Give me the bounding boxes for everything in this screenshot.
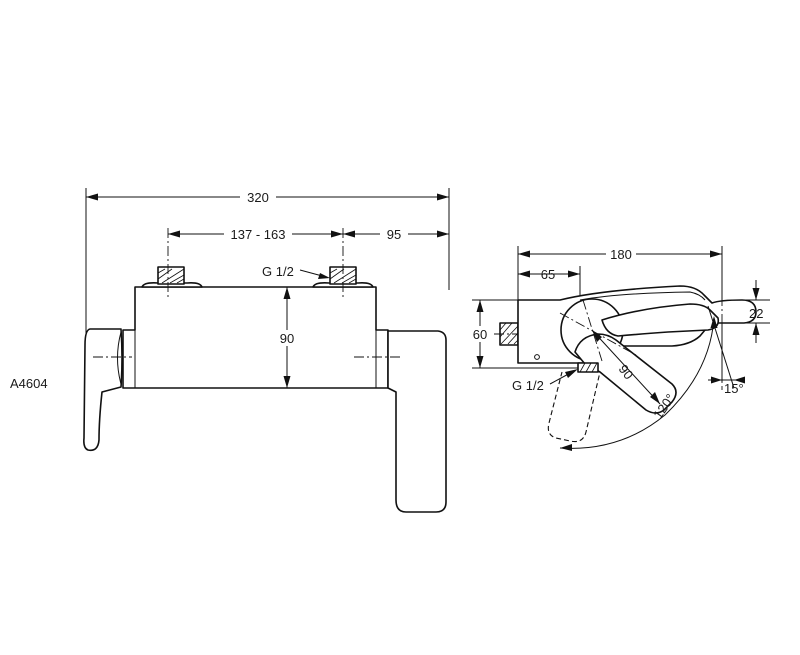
height-label: 60: [473, 327, 487, 342]
left-inlet: [141, 266, 203, 288]
front-connection-label: G 1/2: [262, 264, 294, 279]
handle-alt-position: [547, 367, 601, 443]
overall-width-label: 320: [247, 190, 269, 205]
left-lever: [83, 328, 123, 452]
side-connection-label: G 1/2: [512, 378, 544, 393]
inlet-depth-label: 65: [541, 267, 555, 282]
handle-thickness-label: 22: [749, 306, 763, 321]
upper-handle: [601, 303, 720, 337]
side-view: 180 65 60: [468, 246, 770, 451]
outlet-offset-label: 95: [387, 227, 401, 242]
right-lever: [387, 330, 447, 513]
body-height-label: 90: [280, 331, 294, 346]
drawing-code: A4604: [10, 376, 48, 391]
depth-label: 180: [610, 247, 632, 262]
mixer-body: [122, 286, 389, 389]
front-view: 320 137 - 163 95: [83, 188, 450, 513]
outlet-connector: [577, 362, 599, 373]
handle-angle-label: 15°: [724, 381, 744, 396]
inlet-spacing-label: 137 - 163: [231, 227, 286, 242]
